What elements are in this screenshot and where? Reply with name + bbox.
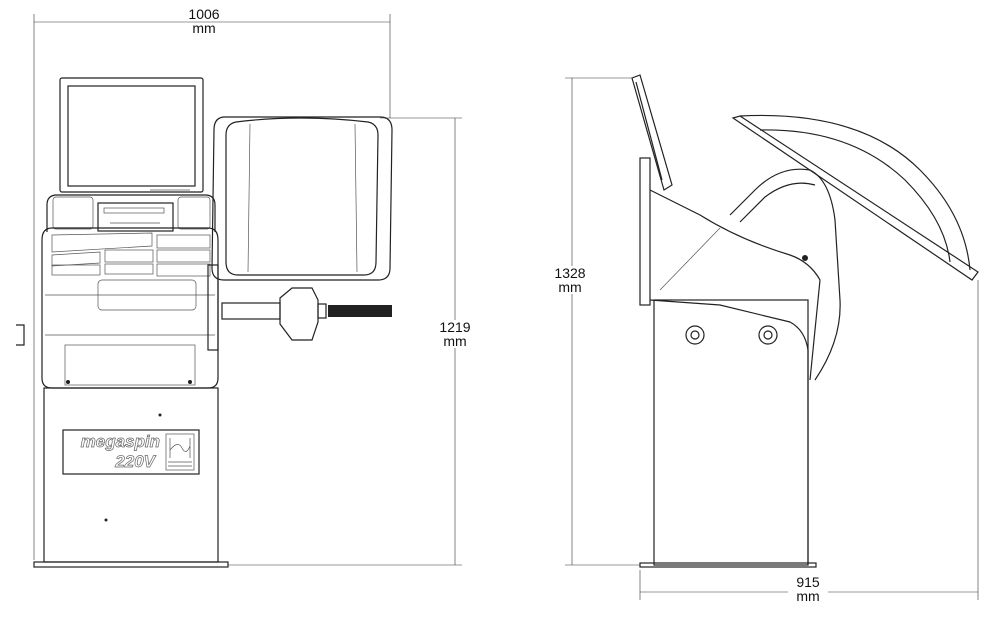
- logo-text-model: megaspin: [80, 432, 160, 452]
- flange: [279, 287, 319, 341]
- side-pedestal: [653, 299, 809, 566]
- dim-value: 1328: [554, 265, 586, 281]
- logo-panel: [62, 429, 200, 475]
- top-tray: [46, 194, 216, 232]
- control-panel: [97, 202, 174, 232]
- side-hood: [731, 115, 979, 281]
- monitor: [59, 77, 204, 193]
- logo-text-voltage: 220V: [115, 452, 155, 472]
- dimension-lines-side: [565, 77, 979, 600]
- dim-unit: mm: [558, 279, 582, 295]
- side-monitor: [631, 74, 673, 191]
- cable: [16, 324, 25, 346]
- brand-logo: [165, 433, 195, 471]
- side-view: [565, 74, 979, 600]
- dim-unit: mm: [443, 333, 467, 349]
- dim-unit: mm: [796, 588, 820, 604]
- rear-plate: [639, 157, 651, 306]
- shaft: [221, 302, 281, 320]
- dim-value: 1219: [439, 319, 471, 335]
- dim-unit: mm: [192, 20, 216, 36]
- upper-body: [649, 189, 821, 381]
- dim-value: 1006: [188, 6, 220, 22]
- dim-value: 915: [796, 574, 820, 590]
- monitor-screen: [67, 85, 196, 187]
- threaded-shaft: [328, 305, 392, 317]
- side-hood-arm: [729, 168, 841, 381]
- dimension-lines-front: [33, 14, 462, 566]
- pedestal: [43, 387, 219, 563]
- wheel-guard-hood: [211, 116, 393, 281]
- main-body: [41, 227, 219, 389]
- base-plate: [33, 561, 229, 568]
- front-view: [16, 14, 462, 568]
- hood-arm: [207, 264, 219, 351]
